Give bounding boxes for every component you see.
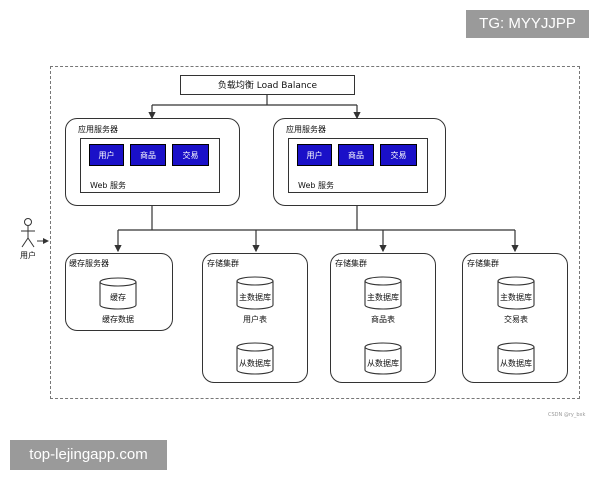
app-server-title: 应用服务器 [78,125,118,134]
master-db-label: 主数据库 [239,293,271,302]
master-db-label: 主数据库 [500,293,532,302]
slave-db-icon [364,342,402,375]
table-caption: 交易表 [504,315,528,324]
master-db-icon [236,276,274,310]
watermark-bottom: top-lejingapp.com [10,440,167,470]
master-db-icon [364,276,402,310]
watermark-top: TG: MYYJJPP [466,10,589,38]
module-users: 用户 [297,144,332,166]
cache-server-title: 缓存服务器 [69,259,109,268]
cache-caption: 缓存数据 [102,315,134,324]
slave-db-label: 从数据库 [500,359,532,368]
module-trade: 交易 [172,144,209,166]
table-caption: 用户表 [243,315,267,324]
module-products: 商品 [130,144,166,166]
load-balancer: 负载均衡 Load Balance [180,75,355,95]
slave-db-icon [236,342,274,375]
app-server-title: 应用服务器 [286,125,326,134]
table-caption: 商品表 [371,315,395,324]
credit: CSDN @ry_bxk [548,412,586,418]
storage-cluster-title: 存储集群 [335,259,367,268]
master-db-icon [497,276,535,310]
master-db-label: 主数据库 [367,293,399,302]
cache-db-icon [99,277,137,310]
web-service-label: Web 服务 [90,181,126,190]
slave-db-label: 从数据库 [239,359,271,368]
module-products: 商品 [338,144,374,166]
user-label: 用户 [20,251,36,260]
cache-db-label: 缓存 [110,293,126,302]
system-boundary [50,66,580,399]
module-trade: 交易 [380,144,417,166]
slave-db-label: 从数据库 [367,359,399,368]
web-service-label: Web 服务 [298,181,334,190]
slave-db-icon [497,342,535,375]
storage-cluster-title: 存储集群 [207,259,239,268]
module-users: 用户 [89,144,124,166]
user-figure-icon [21,218,35,248]
storage-cluster-title: 存储集群 [467,259,499,268]
